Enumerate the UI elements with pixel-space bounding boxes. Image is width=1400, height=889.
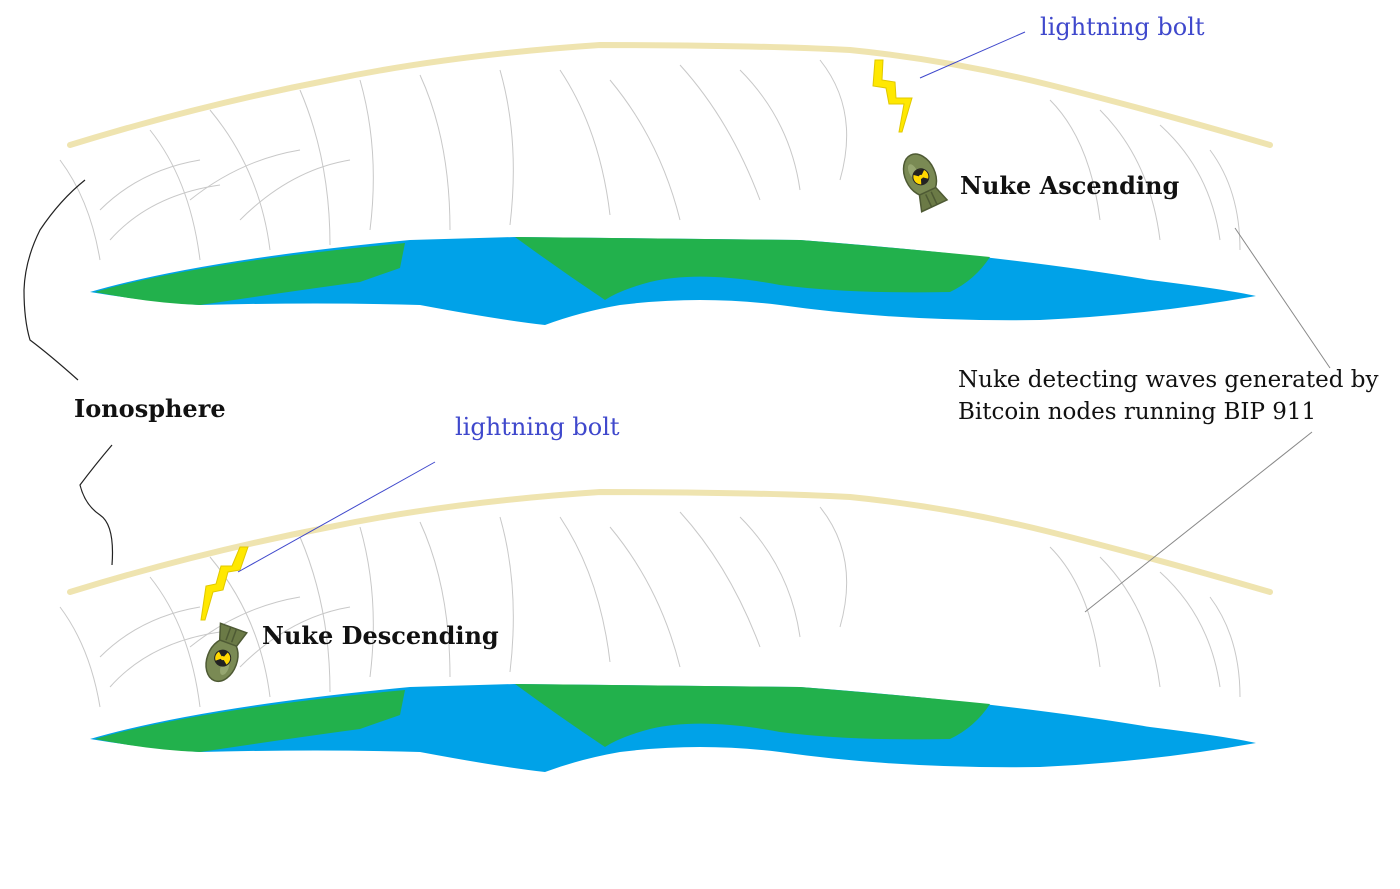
waves-label-line2: Bitcoin nodes running BIP 911 xyxy=(958,399,1316,425)
ionosphere-bracket xyxy=(23,179,114,566)
top-lightning-pointer-line xyxy=(919,31,1026,79)
top-lightning-label: lightning bolt xyxy=(1040,13,1205,41)
top-nuke-bomb-icon xyxy=(896,147,949,213)
nuke-descending-label: Nuke Descending xyxy=(262,621,499,650)
top-ionosphere-arc xyxy=(67,41,1273,148)
ionosphere-label: Ionosphere xyxy=(74,394,226,423)
top-lightning-bolt-icon xyxy=(872,59,913,133)
bottom-waves-pointer-line xyxy=(1084,431,1313,613)
top-waves-pointer-line xyxy=(1234,227,1331,369)
bottom-lightning-label: lightning bolt xyxy=(455,413,620,441)
bottom-earth xyxy=(90,684,1256,772)
top-earth xyxy=(90,237,1256,325)
ionosphere-bracket-upper xyxy=(23,179,86,381)
bottom-nuke-bomb-icon xyxy=(199,622,249,687)
ionosphere-bracket-lower xyxy=(79,444,114,566)
bottom-lightning-bolt-icon xyxy=(200,546,249,621)
nuke-ascending-label: Nuke Ascending xyxy=(960,171,1179,200)
bottom-scene xyxy=(59,431,1313,772)
top-scene xyxy=(59,31,1331,369)
bottom-lightning-pointer-line xyxy=(237,461,436,573)
bottom-ionosphere-arc xyxy=(67,488,1273,595)
waves-label-line1: Nuke detecting waves generated by xyxy=(958,367,1379,393)
